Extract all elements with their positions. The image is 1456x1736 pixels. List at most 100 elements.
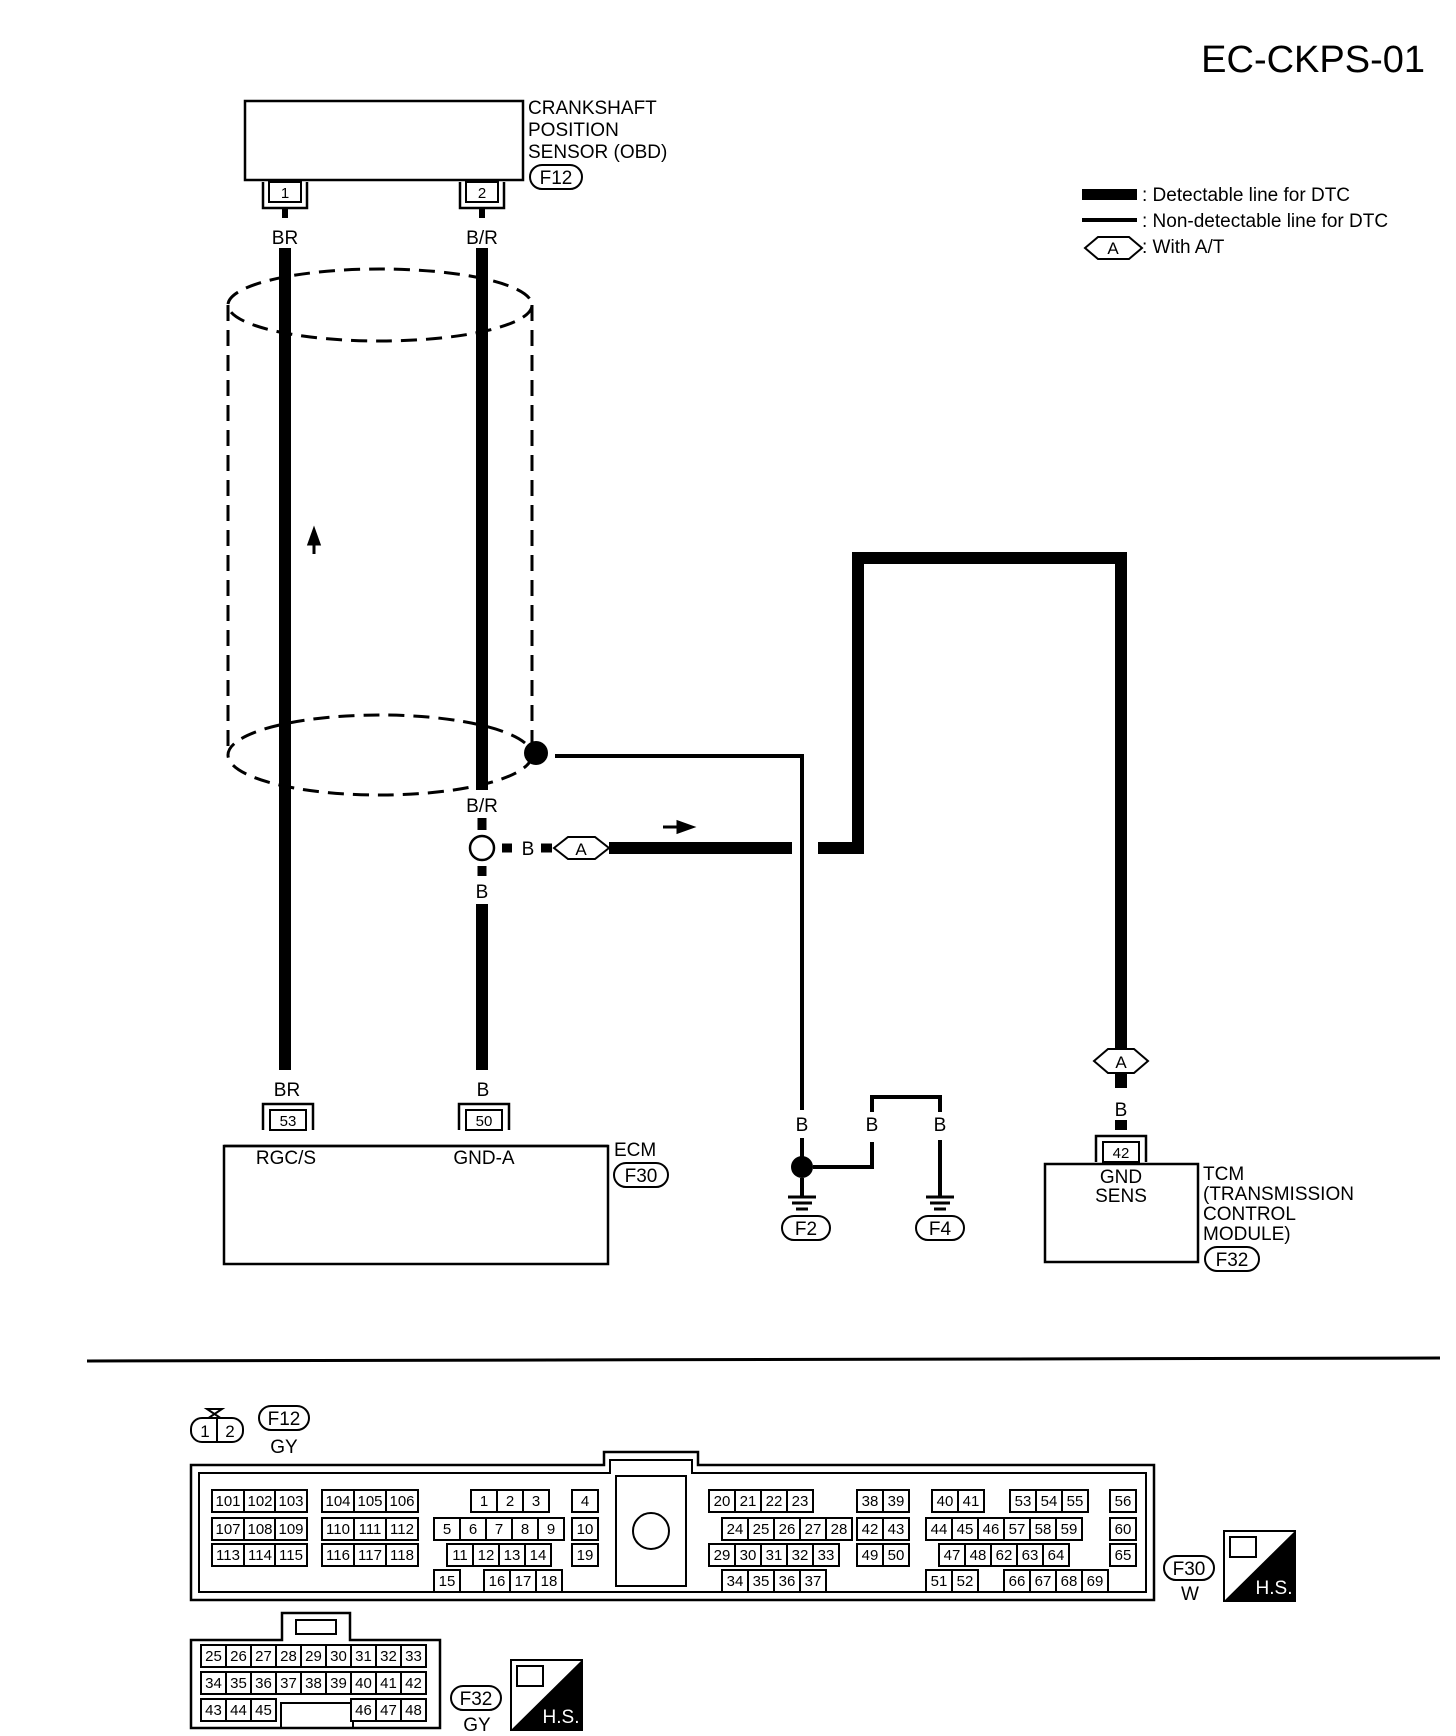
f32-pin-28: 28 — [280, 1648, 297, 1665]
f30-pin-57: 57 — [1009, 1521, 1026, 1538]
f30-pin-3: 3 — [532, 1493, 540, 1510]
f32-pin-35: 35 — [230, 1675, 247, 1692]
wire-color-b-ecm: B — [477, 1080, 490, 1101]
f32-pin-47: 47 — [380, 1702, 397, 1719]
f30-pin-22: 22 — [766, 1493, 783, 1510]
legend: : Detectable line for DTC : Non-detectab… — [1082, 185, 1388, 260]
f30-pin-9: 9 — [547, 1521, 555, 1538]
f30-pin-60: 60 — [1115, 1521, 1132, 1538]
f30-id: F30 — [1173, 1559, 1206, 1580]
f30-color: W — [1181, 1584, 1199, 1605]
f30-pin-29: 29 — [714, 1547, 731, 1564]
tcm-pin-label-1: GND — [1100, 1167, 1142, 1188]
f30-pin-112: 112 — [390, 1521, 414, 1538]
shielded-cable — [226, 267, 534, 797]
sensor-name-line-1: CRANKSHAFT — [528, 98, 657, 119]
legend-detectable-label: : Detectable line for DTC — [1142, 185, 1350, 206]
f30-pin-19-cell — [571, 1543, 599, 1567]
f30-pin-60-cell — [1109, 1517, 1137, 1541]
f30-pin-28: 28 — [831, 1521, 848, 1538]
f30-pin-69-cell — [1081, 1569, 1109, 1593]
f30-pin-14-cell — [524, 1543, 552, 1567]
f30-pin-33: 33 — [818, 1547, 835, 1564]
f32-pin-25: 25 — [205, 1648, 222, 1665]
f30-pin-112-cell — [385, 1517, 419, 1541]
ground-f4-id: F4 — [929, 1219, 952, 1240]
tcm-pin-label-2: SENS — [1095, 1186, 1147, 1207]
f30-pin-28-cell — [825, 1517, 853, 1541]
ecm-pin-50-label: GND-A — [453, 1148, 515, 1169]
f30-pin-37: 37 — [805, 1573, 822, 1590]
tcm-name-line-1: TCM — [1203, 1164, 1244, 1185]
f30-pin-115: 115 — [279, 1547, 303, 1564]
f30-pin-26: 26 — [779, 1521, 796, 1538]
f30-pin-65-cell — [1109, 1543, 1137, 1567]
f30-pin-16: 16 — [489, 1573, 506, 1590]
ground-symbol-f4: F4 — [915, 1195, 965, 1241]
f30-pin-102: 102 — [247, 1493, 272, 1510]
f32-pin-34: 34 — [205, 1675, 222, 1692]
f30-pin-41-cell — [957, 1489, 985, 1513]
f30-pin-25: 25 — [753, 1521, 770, 1538]
f30-pin-59: 59 — [1061, 1521, 1078, 1538]
f32-pin-38: 38 — [305, 1675, 322, 1692]
splice-point-open — [468, 834, 496, 862]
f30-pin-56-cell — [1109, 1489, 1137, 1513]
f30-pin-46: 46 — [983, 1521, 1000, 1538]
f30-center-hole — [632, 1512, 670, 1550]
f32-color: GY — [463, 1715, 491, 1736]
f30-pin-32: 32 — [792, 1547, 809, 1564]
f12-id-tag — [258, 1405, 310, 1431]
f32-pin-48-cell — [400, 1698, 427, 1722]
option-symbol-a-tcm — [1092, 1048, 1150, 1074]
f30-pin-56: 56 — [1115, 1493, 1132, 1510]
option-symbol-a-junction-letter: A — [575, 840, 587, 859]
f30-pin-27: 27 — [805, 1521, 822, 1538]
option-symbol-a-tcm-letter: A — [1115, 1053, 1127, 1072]
f32-pin-31: 31 — [355, 1648, 372, 1665]
f32-hs-fill — [511, 1660, 582, 1730]
ecm: BR B 53 50 RGC/S GND-A ECM F30 — [222, 1080, 669, 1266]
f12-pin-2: 2 — [225, 1422, 234, 1441]
page-code: EC-CKPS-01 — [1201, 39, 1425, 81]
f32-pin-27: 27 — [255, 1648, 272, 1665]
f30-pin-34: 34 — [727, 1573, 744, 1590]
sensor-connector-tag — [529, 164, 583, 190]
f12-pin-1: 1 — [200, 1422, 209, 1441]
f30-pin-49: 49 — [862, 1547, 879, 1564]
f32-pin-48: 48 — [405, 1702, 422, 1719]
f30-hs-label: H.S. — [1256, 1578, 1293, 1599]
f30-pin-54: 54 — [1041, 1493, 1058, 1510]
f12-id: F12 — [268, 1409, 301, 1430]
f32-pin-46: 46 — [355, 1702, 372, 1719]
f30-pin-50-cell — [882, 1543, 910, 1567]
f30-pin-50: 50 — [888, 1547, 905, 1564]
wire-link-top — [870, 1095, 942, 1112]
f30-pin-103: 103 — [278, 1493, 303, 1510]
shield-drain-splice — [524, 741, 548, 765]
f30-pin-106-cell — [385, 1489, 419, 1513]
f30-pin-23-cell — [786, 1489, 814, 1513]
f30-pin-5: 5 — [443, 1521, 451, 1538]
f30-pin-107: 107 — [215, 1521, 240, 1538]
ecm-pin-50-bracket — [457, 1102, 511, 1130]
f30-pin-118-cell — [385, 1543, 419, 1567]
sensor-pin-1: 1 — [281, 185, 289, 202]
f30-pin-13: 13 — [504, 1547, 521, 1564]
ecm-pin-50-box — [465, 1109, 503, 1131]
ground-symbol-f2: F2 — [781, 1195, 831, 1241]
f30-pin-115-cell — [274, 1543, 308, 1567]
f32-harness-side-badge: H.S. — [510, 1659, 583, 1731]
wire-b-to-tcm-route — [818, 552, 1127, 1052]
f30-pin-36: 36 — [779, 1573, 796, 1590]
f30-hs-icon — [1229, 1536, 1257, 1558]
f30-pin-101: 101 — [215, 1493, 240, 1510]
f12-color: GY — [270, 1437, 298, 1458]
f30-pin-52: 52 — [957, 1573, 974, 1590]
f30-harness-side-badge: H.S. — [1223, 1530, 1296, 1602]
f32-latch — [295, 1619, 337, 1635]
f32-pin-33: 33 — [405, 1648, 422, 1665]
f32-pin-30: 30 — [330, 1648, 347, 1665]
